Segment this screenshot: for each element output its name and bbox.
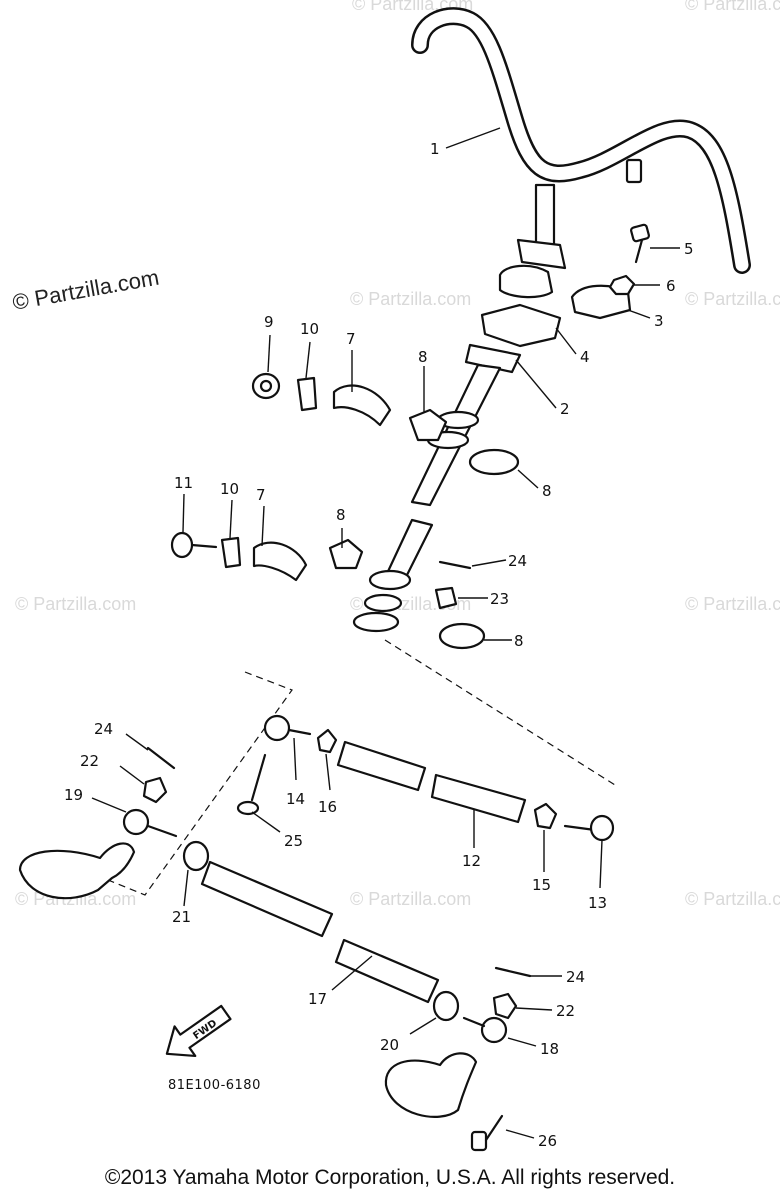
leader-lines bbox=[91, 127, 680, 1139]
callout-label: 20 bbox=[380, 1036, 399, 1054]
callout-label: 11 bbox=[174, 474, 193, 492]
watermark-layer: © Partzilla.com © Partzilla.com © Partzi… bbox=[11, 0, 780, 909]
callout-label: 14 bbox=[286, 790, 305, 808]
watermark-text: © Partzilla.com bbox=[15, 594, 136, 614]
callout-label: 21 bbox=[172, 908, 191, 926]
tie-rod-lower bbox=[200, 860, 532, 1152]
watermark-text: © Partzilla.com bbox=[350, 889, 471, 909]
callout-label: 13 bbox=[588, 894, 607, 912]
callout-label: 8 bbox=[418, 348, 428, 366]
callout-label: 9 bbox=[264, 313, 274, 331]
leader-dash bbox=[384, 639, 616, 786]
callout-label: 22 bbox=[556, 1002, 575, 1020]
callout-label: 26 bbox=[538, 1132, 557, 1150]
steering-column bbox=[352, 343, 522, 633]
callout-label: 8 bbox=[514, 632, 524, 650]
callout-label: 15 bbox=[532, 876, 551, 894]
callout-label: 25 bbox=[284, 832, 303, 850]
callout-label: 18 bbox=[540, 1040, 559, 1058]
nut-6 bbox=[608, 274, 636, 296]
steering-parts-diagram: © Partzilla.com © Partzilla.com © Partzi… bbox=[11, 0, 780, 1152]
watermark-text: © Partzilla.com bbox=[685, 889, 780, 909]
callout-label: 7 bbox=[346, 330, 356, 348]
callout-label: 17 bbox=[308, 990, 327, 1008]
bolt-5 bbox=[630, 223, 650, 264]
watermark-text: © Partzilla.com bbox=[350, 289, 471, 309]
callout-label: 23 bbox=[490, 590, 509, 608]
callout-label: 1 bbox=[430, 140, 440, 158]
callout-label: 19 bbox=[64, 786, 83, 804]
callout-label: 6 bbox=[666, 277, 676, 295]
callout-label: 16 bbox=[318, 798, 337, 816]
left-knuckle bbox=[18, 746, 210, 900]
watermark-text: © Partzilla.com bbox=[685, 0, 780, 14]
watermark-text: © Partzilla.com bbox=[685, 594, 780, 614]
diagram-code: 81E100-6180 bbox=[168, 1078, 261, 1093]
callout-label: 10 bbox=[300, 320, 319, 338]
callout-label: 10 bbox=[220, 480, 239, 498]
handlebar bbox=[411, 7, 751, 274]
callout-label: 8 bbox=[542, 482, 552, 500]
callout-label: 24 bbox=[566, 968, 585, 986]
lower-bracket-group bbox=[170, 531, 486, 650]
fwd-arrow: FWD bbox=[165, 1004, 232, 1058]
callout-label: 4 bbox=[580, 348, 590, 366]
callout-label: 8 bbox=[336, 506, 346, 524]
callouts: 1 5 6 3 4 2 9 10 7 8 8 11 10 7 8 24 23 8… bbox=[64, 140, 694, 1150]
watermark-text: © Partzilla.com bbox=[685, 289, 780, 309]
callout-label: 12 bbox=[462, 852, 481, 870]
callout-label: 24 bbox=[94, 720, 113, 738]
leader-dash bbox=[107, 671, 293, 896]
callout-label: 3 bbox=[654, 312, 664, 330]
watermark-main: © Partzilla.com bbox=[11, 265, 161, 315]
callout-label: 5 bbox=[684, 240, 694, 258]
tie-rod-upper bbox=[236, 714, 615, 842]
handlebar-holder bbox=[480, 238, 632, 348]
callout-label: 2 bbox=[560, 400, 570, 418]
upper-bracket-group bbox=[251, 372, 520, 476]
copyright-notice: ©2013 Yamaha Motor Corporation, U.S.A. A… bbox=[104, 1166, 676, 1189]
callout-label: 24 bbox=[508, 552, 527, 570]
callout-label: 7 bbox=[256, 486, 266, 504]
callout-label: 22 bbox=[80, 752, 99, 770]
